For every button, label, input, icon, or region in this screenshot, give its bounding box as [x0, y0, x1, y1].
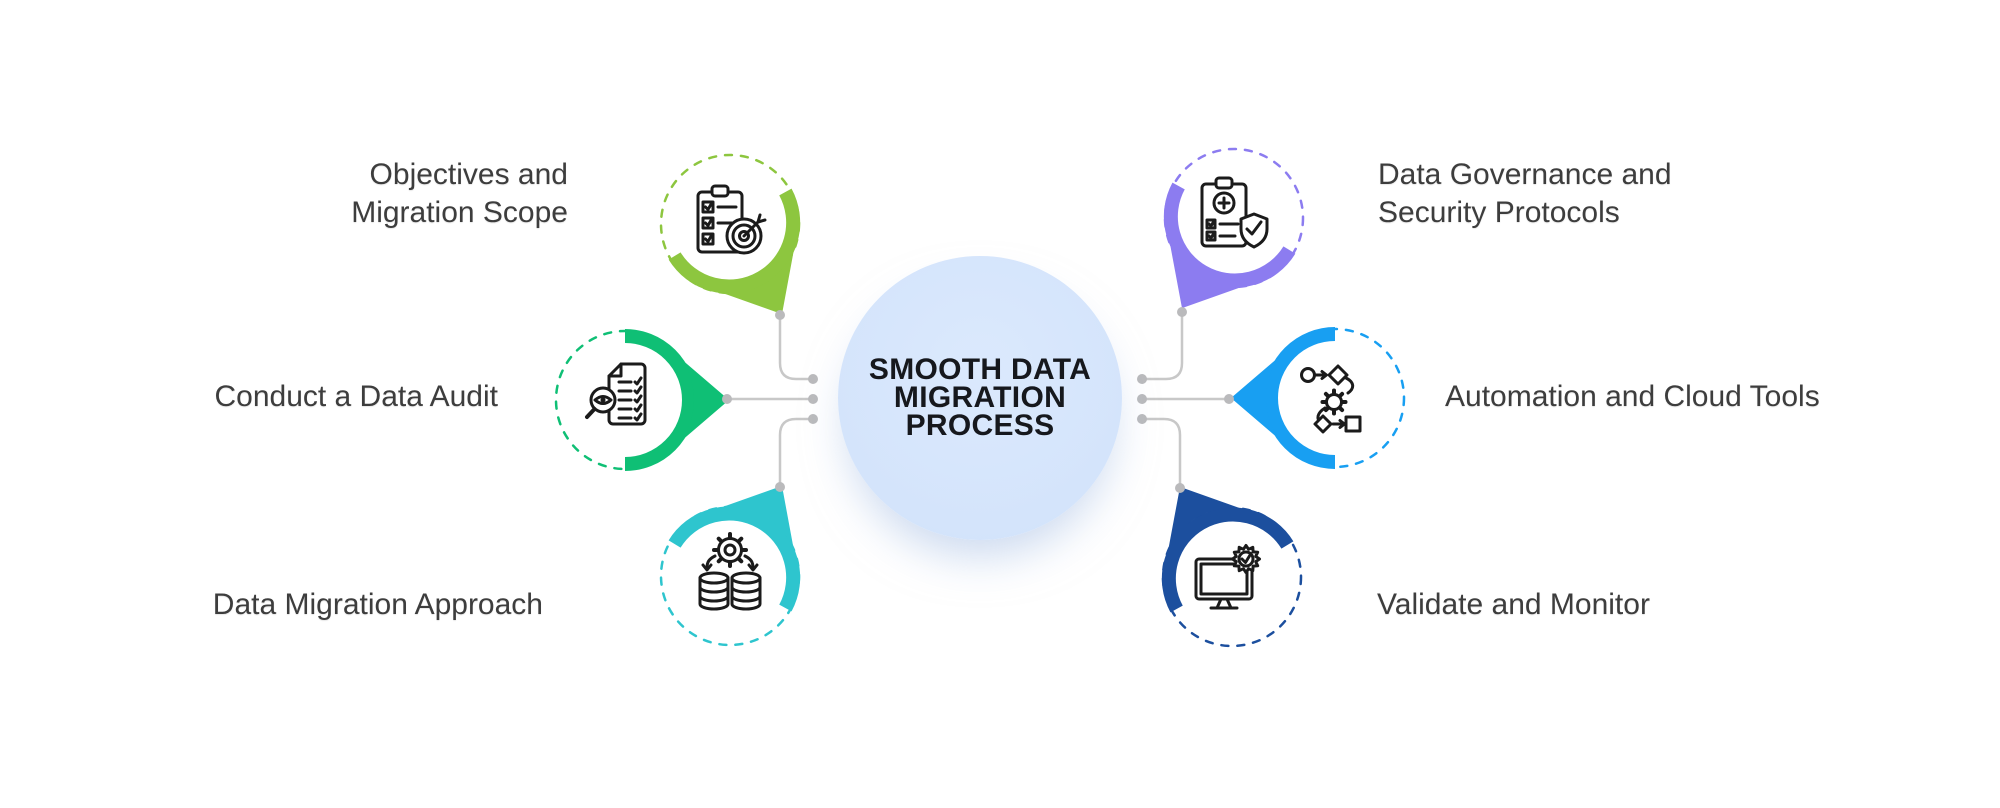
connector-dot — [1137, 374, 1147, 384]
node-label-objectives: Objectives and Migration Scope — [351, 158, 568, 229]
node-ring-arc — [668, 506, 801, 612]
connector-dot — [808, 414, 818, 424]
center-circle: SMOOTH DATA MIGRATION PROCESS — [838, 256, 1122, 540]
node-ring-arc — [1161, 507, 1294, 613]
connector-dot — [722, 394, 732, 404]
connector-dot — [775, 310, 785, 320]
node-bubble-automation — [1231, 327, 1406, 469]
connector-dot — [1137, 414, 1147, 424]
node-tail — [720, 485, 794, 551]
node-tail — [1231, 355, 1281, 441]
flowchart-gear-icon — [1300, 364, 1362, 434]
connector-line — [1142, 312, 1184, 381]
connector-dot — [1177, 307, 1187, 317]
connector-line — [778, 315, 813, 381]
node-label-validate: Validate and Monitor — [1377, 588, 1650, 621]
node-tail — [720, 249, 794, 315]
node-dashed-ring — [1163, 147, 1305, 289]
connector-dots — [722, 307, 1234, 493]
document-audit-magnifier-icon — [585, 362, 647, 426]
gear-databases-icon — [698, 532, 762, 611]
connector-lines — [727, 312, 1229, 488]
node-ring-arc — [1163, 182, 1296, 288]
connector-dot — [808, 374, 818, 384]
clipboard-shield-check-icon — [1200, 176, 1269, 249]
node-label-governance: Data Governance and Security Protocols — [1378, 158, 1672, 229]
connector-dot — [1137, 394, 1147, 404]
monitor-badge-check-icon — [1194, 544, 1261, 610]
node-bubble-approach — [659, 485, 801, 647]
node-bubble-governance — [1163, 147, 1305, 309]
connector-dot — [1224, 394, 1234, 404]
center-title: SMOOTH DATA MIGRATION PROCESS — [868, 353, 1092, 442]
connector-dot — [1175, 483, 1185, 493]
connector-line — [1142, 417, 1182, 488]
node-tail — [1170, 243, 1244, 309]
connector-dot — [775, 482, 785, 492]
node-bubble-objectives — [659, 153, 801, 315]
node-ring-arc — [1264, 327, 1336, 469]
node-label-audit: Conduct a Data Audit — [214, 380, 498, 413]
connector-line — [778, 417, 813, 487]
node-bubble-audit — [554, 329, 729, 471]
connector-dot — [808, 394, 818, 404]
node-label-automation: Automation and Cloud Tools — [1445, 380, 1820, 413]
node-bubble-validate — [1161, 486, 1303, 648]
node-ring-arc — [624, 329, 696, 471]
node-ring-arc — [668, 188, 801, 294]
node-tail — [679, 357, 729, 443]
clipboard-checklist-target-icon — [696, 184, 767, 255]
node-tail — [1168, 486, 1242, 552]
node-label-approach: Data Migration Approach — [212, 588, 543, 621]
